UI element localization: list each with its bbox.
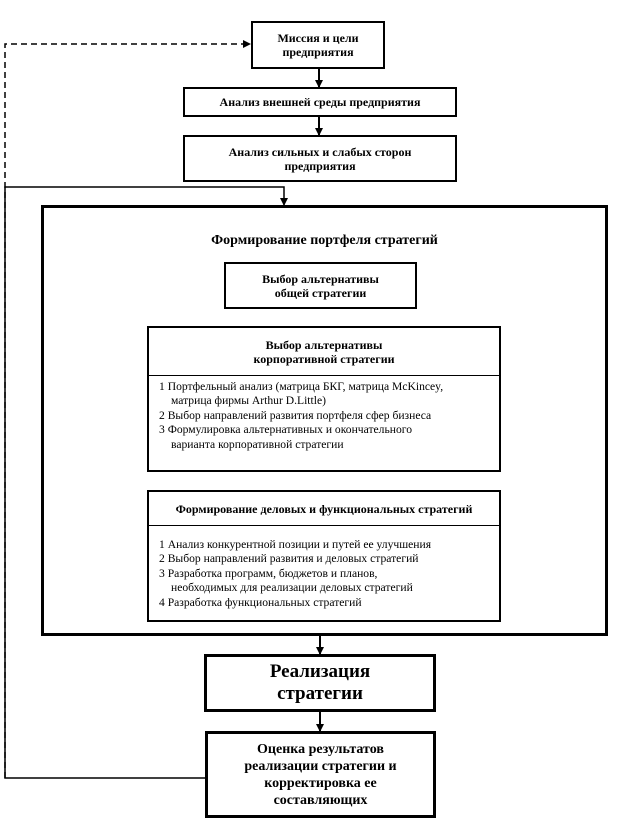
list-item: 1 Портфельный анализ (матрица БКГ, матри… <box>159 380 444 393</box>
list-item: 1 Анализ конкурентной позиции и путей ее… <box>159 538 432 551</box>
swot-analysis-line-2: предприятия <box>284 158 356 173</box>
list-item: варианта корпоративной стратегии <box>171 437 344 451</box>
list-item: 2 Выбор направлений развития портфеля сф… <box>159 408 432 422</box>
business-functional-header-text: Формирование деловых и функциональных ст… <box>175 501 473 516</box>
list-item: матрица фирмы Arthur D.Little) <box>171 394 326 408</box>
corporate-strategy-list: 1 Портфельный анализ (матрица БКГ, матри… <box>159 380 495 452</box>
general-strategy-line-1: Выбор альтернативы <box>262 271 379 286</box>
swot-analysis-line-1: Анализ сильных и слабых сторон <box>228 144 412 159</box>
portfolio-title: Формирование портфеля стратегий <box>211 233 438 248</box>
evaluation-line-4: составляющих <box>273 792 368 808</box>
list-item: необходимых для реализации деловых страт… <box>171 581 413 595</box>
general-strategy-line-2: общей стратегии <box>274 285 367 300</box>
list-item: 3 Разработка программ, бюджетов и планов… <box>159 566 378 580</box>
evaluation-line-1: Оценка результатов <box>257 741 384 757</box>
corporate-strategy-header-line-1: Выбор альтернативы <box>265 337 383 352</box>
implementation-line-2: стратегии <box>277 683 363 704</box>
corporate-strategy-header: Выбор альтернативы корпоративной стратег… <box>149 328 499 376</box>
implementation-line-1: Реализация <box>269 661 371 682</box>
external-analysis-box: Анализ внешней среды предприятия <box>183 87 457 117</box>
general-strategy-box: Выбор альтернативы общей стратегии <box>224 262 417 309</box>
external-analysis-text: Анализ внешней среды предприятия <box>219 95 421 109</box>
evaluation-line-3: корректировка ее <box>264 775 377 791</box>
swot-analysis-box: Анализ сильных и слабых сторон предприят… <box>183 135 457 182</box>
corporate-strategy-header-line-2: корпоративной стратегии <box>253 351 395 366</box>
list-item: 4 Разработка функциональных стратегий <box>159 595 362 609</box>
business-functional-panel: Формирование деловых и функциональных ст… <box>147 490 501 622</box>
business-functional-header: Формирование деловых и функциональных ст… <box>149 492 499 526</box>
business-functional-list: 1 Анализ конкурентной позиции и путей ее… <box>159 538 495 610</box>
implementation-box: Реализация стратегии <box>204 654 436 712</box>
mission-line-2: предприятия <box>282 45 354 59</box>
list-item: 2 Выбор направлений развития и деловых с… <box>159 552 419 566</box>
evaluation-line-2: реализации стратегии и <box>244 758 397 774</box>
evaluation-box: Оценка результатов реализации стратегии … <box>205 731 436 818</box>
mission-box: Миссия и цели предприятия <box>251 21 385 69</box>
mission-line-1: Миссия и цели <box>277 31 359 45</box>
feedback-dashed-line-to-mission <box>4 40 251 778</box>
list-item: 3 Формулировка альтернативных и окончате… <box>159 423 413 437</box>
corporate-strategy-panel: Выбор альтернативы корпоративной стратег… <box>147 326 501 472</box>
